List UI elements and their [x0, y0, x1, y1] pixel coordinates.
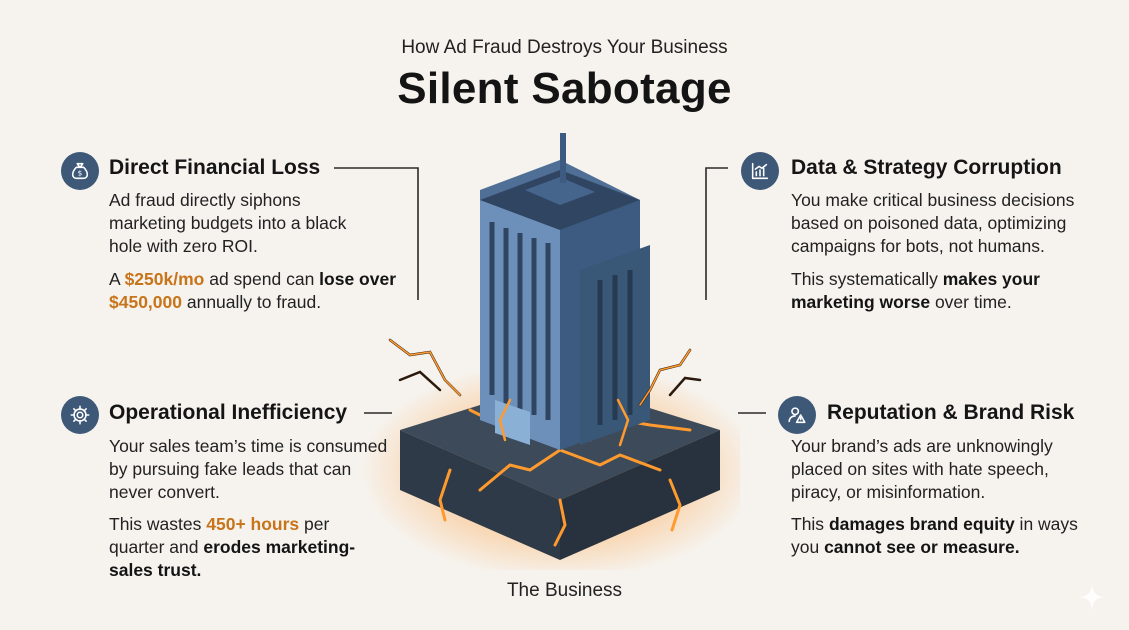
section-heading: Reputation & Brand Risk: [827, 401, 1075, 424]
stat-amount: 450+ hours: [206, 514, 300, 534]
stat-prefix: This wastes: [109, 514, 207, 534]
stat-bold: erodes marketing-sales trust.: [109, 537, 356, 580]
page-subtitle: How Ad Fraud Destroys Your Business: [401, 37, 728, 58]
sparkle-icon: [1079, 584, 1105, 610]
stat-prefix: This: [791, 514, 829, 534]
money-bag-icon: $: [61, 152, 99, 190]
section-stat: This systematically makes your marketing…: [791, 268, 1081, 314]
stat-bold: damages brand equity: [828, 514, 1015, 534]
stat-middle: ad spend can: [204, 269, 320, 289]
section-body: You make critical business decisions bas…: [791, 190, 1075, 256]
user-warning-icon: [778, 396, 816, 434]
stat-prefix: This systematically: [791, 269, 943, 289]
page-title: Silent Sabotage: [397, 64, 732, 113]
section-stat: A $250k/mo ad spend can lose over $450,0…: [109, 268, 399, 314]
stat-amount: $450,000: [109, 292, 182, 312]
stat-bold: lose over: [319, 269, 397, 289]
stat-prefix: A: [109, 269, 125, 289]
section-heading: Direct Financial Loss: [109, 156, 321, 179]
stat-bold: makes your marketing worse: [791, 269, 1040, 312]
section-stat: This damages brand equity in ways you ca…: [791, 513, 1081, 559]
stat-bold: cannot see or measure.: [824, 537, 1020, 557]
svg-text:$: $: [78, 169, 83, 178]
section-body: Your brand’s ads are unknowingly placed …: [791, 436, 1053, 502]
section-stat: This wastes 450+ hours per quarter and e…: [109, 513, 371, 582]
connector-line-financial: [334, 167, 419, 300]
chart-icon: [741, 152, 779, 190]
section-heading: Operational Inefficiency: [109, 401, 348, 424]
section-body: Your sales team’s time is consumed by pu…: [109, 436, 388, 502]
stat-amount: $250k/mo: [124, 269, 205, 289]
connector-line-data: [705, 167, 728, 300]
stat-suffix: over time.: [930, 292, 1012, 312]
section-heading: Data & Strategy Corruption: [791, 156, 1062, 179]
section-body: Ad fraud directly siphons marketing budg…: [109, 190, 347, 256]
stat-middle: per quarter and: [109, 514, 330, 557]
building-illustration: [360, 133, 740, 570]
stat-suffix: annually to fraud.: [182, 292, 322, 312]
stat-middle: in ways you: [791, 514, 1078, 557]
illustration-caption: The Business: [506, 580, 623, 601]
gear-icon: [61, 396, 99, 434]
